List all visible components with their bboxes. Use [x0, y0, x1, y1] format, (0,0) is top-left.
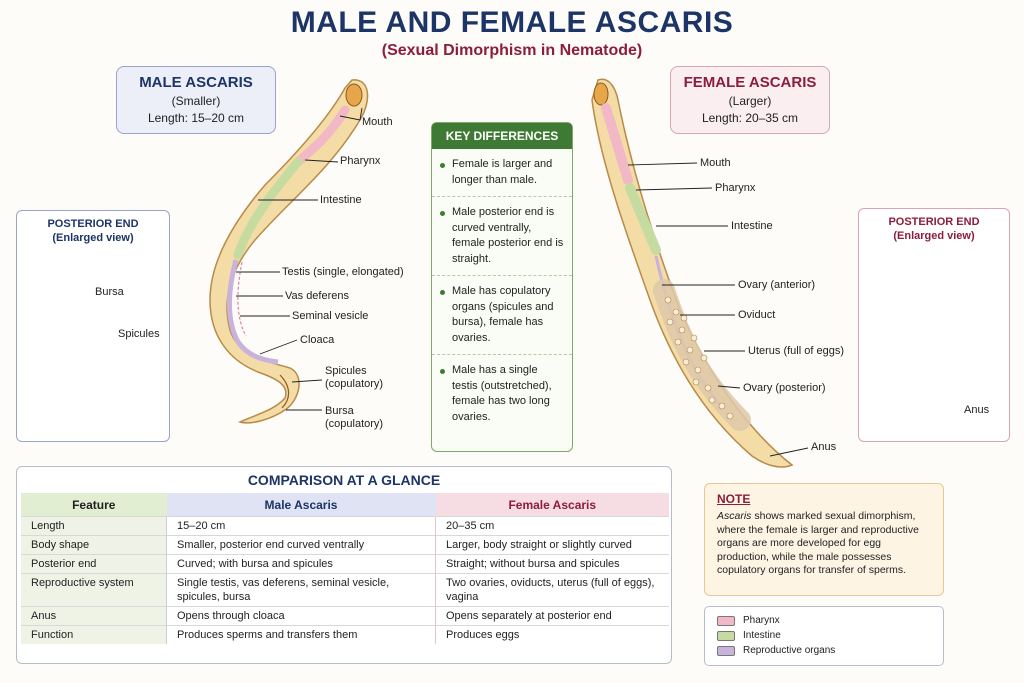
male-label-intestine: Intestine — [320, 194, 362, 206]
female-label-mouth: Mouth — [700, 157, 731, 169]
male-label-bursa: Bursa — [325, 405, 354, 417]
female-label-intestine: Intestine — [731, 220, 773, 232]
table-cell-male: Single testis, vas deferens, seminal ves… — [166, 573, 436, 607]
table-cell-male: Curved; with bursa and spicules — [166, 554, 436, 574]
male-label-testis: Testis (single, elongated) — [282, 266, 404, 278]
male-label-pharynx: Pharynx — [340, 155, 381, 167]
legend-item: Intestine — [717, 628, 931, 643]
legend: Pharynx Intestine Reproductive organs — [704, 606, 944, 666]
female-label-ovary-posterior: Ovary (posterior) — [743, 382, 826, 394]
female-posterior-sub: (Enlarged view) — [893, 230, 975, 242]
female-size: (Larger) — [728, 94, 772, 108]
column-header-feature: Feature — [21, 493, 167, 517]
column-header-female: Female Ascaris — [435, 493, 669, 517]
female-label-pharynx: Pharynx — [715, 182, 756, 194]
table-cell-feature: Length — [21, 516, 167, 536]
legend-item: Pharynx — [717, 613, 931, 628]
male-label-cloaca: Cloaca — [300, 334, 335, 346]
table-cell-male: Smaller, posterior end curved ventrally — [166, 535, 436, 555]
table-cell-feature: Reproductive system — [21, 573, 167, 607]
key-difference-item: Male posterior end is curved ventrally, … — [432, 197, 572, 276]
female-length: Length: 20–35 cm — [701, 111, 799, 125]
legend-swatch — [717, 645, 735, 656]
legend-item: Reproductive organs — [717, 643, 931, 658]
note-heading: NOTE — [717, 492, 751, 506]
table-row: Reproductive system Single testis, vas d… — [21, 573, 669, 607]
key-difference-item: Female is larger and longer than male. — [432, 149, 572, 197]
note-body: shows marked sexual dimorphism, where th… — [717, 510, 919, 576]
legend-swatch — [717, 630, 735, 641]
female-info-card: FEMALE ASCARIS (Larger) Length: 20–35 cm — [670, 66, 830, 134]
table-cell-feature: Body shape — [21, 535, 167, 555]
table-row: Function Produces sperms and transfers t… — [21, 625, 669, 644]
comparison-table: Feature Male Ascaris Female Ascaris Leng… — [21, 493, 669, 644]
male-label-seminal-vesicle: Seminal vesicle — [292, 310, 369, 322]
female-posterior-label-anus: Anus — [964, 404, 990, 416]
female-worm-illustration — [591, 78, 794, 468]
legend-swatch — [717, 615, 735, 626]
female-label-anus: Anus — [811, 441, 837, 453]
key-differences-heading: KEY DIFFERENCES — [432, 123, 572, 149]
table-cell-male: Produces sperms and transfers them — [166, 625, 436, 644]
male-posterior-heading: POSTERIOR END — [47, 218, 139, 230]
female-posterior-panel: POSTERIOR END (Enlarged view) — [858, 208, 1010, 442]
comparison-panel: COMPARISON AT A GLANCE Feature Male Asca… — [16, 466, 672, 664]
male-heading: MALE ASCARIS — [139, 74, 253, 91]
column-header-male: Male Ascaris — [166, 493, 436, 517]
table-cell-female: Produces eggs — [435, 625, 669, 644]
male-label-vas-deferens: Vas deferens — [285, 290, 350, 302]
key-differences-box: KEY DIFFERENCES Female is larger and lon… — [431, 122, 573, 452]
male-info-card: MALE ASCARIS (Smaller) Length: 15–20 cm — [116, 66, 276, 134]
female-label-uterus: Uterus (full of eggs) — [748, 345, 844, 357]
male-size: (Smaller) — [171, 94, 221, 108]
female-label-ovary-anterior: Ovary (anterior) — [738, 279, 816, 291]
table-row: Anus Opens through cloaca Opens separate… — [21, 606, 669, 626]
table-cell-feature: Function — [21, 625, 167, 644]
note-italic-term: Ascaris — [717, 510, 752, 522]
table-cell-male: 15–20 cm — [166, 516, 436, 536]
note-text: Ascaris shows marked sexual dimorphism, … — [717, 510, 931, 578]
male-posterior-label-bursa: Bursa — [95, 286, 124, 298]
table-cell-female: Straight; without bursa and spicules — [435, 554, 669, 574]
male-label-mouth: Mouth — [362, 116, 393, 128]
legend-label: Intestine — [743, 630, 781, 641]
male-label-spicules-sub: (copulatory) — [325, 378, 384, 390]
table-header-row: Feature Male Ascaris Female Ascaris — [21, 493, 669, 517]
male-worm-illustration — [209, 79, 369, 424]
page-subtitle: (Sexual Dimorphism in Nematode) — [381, 42, 643, 59]
table-cell-female: Larger, body straight or slightly curved — [435, 535, 669, 555]
comparison-heading: COMPARISON AT A GLANCE — [247, 472, 441, 488]
female-posterior-heading: POSTERIOR END — [888, 216, 980, 228]
male-label-spicules: Spicules — [325, 365, 367, 377]
table-cell-female: 20–35 cm — [435, 516, 669, 536]
table-cell-feature: Posterior end — [21, 554, 167, 574]
page-title: MALE AND FEMALE ASCARIS — [290, 6, 734, 39]
table-cell-male: Opens through cloaca — [166, 606, 436, 626]
female-heading: FEMALE ASCARIS — [683, 74, 817, 91]
table-cell-feature: Anus — [21, 606, 167, 626]
key-difference-item: Male has copulatory organs (spicules and… — [432, 276, 572, 355]
male-posterior-panel: POSTERIOR END (Enlarged view) — [16, 210, 170, 442]
table-row: Posterior end Curved; with bursa and spi… — [21, 554, 669, 574]
table-cell-female: Two ovaries, oviducts, uterus (full of e… — [435, 573, 669, 607]
note-box: NOTE Ascaris shows marked sexual dimorph… — [704, 483, 944, 596]
legend-label: Pharynx — [743, 615, 780, 626]
table-row: Length 15–20 cm 20–35 cm — [21, 516, 669, 536]
male-posterior-label-spicules: Spicules — [118, 328, 160, 340]
male-label-bursa-sub: (copulatory) — [325, 418, 384, 430]
female-label-oviduct: Oviduct — [738, 309, 776, 321]
male-length: Length: 15–20 cm — [147, 111, 245, 125]
legend-label: Reproductive organs — [743, 645, 836, 656]
key-difference-item: Male has a single testis (outstretched),… — [432, 355, 572, 433]
table-cell-female: Opens separately at posterior end — [435, 606, 669, 626]
male-posterior-sub: (Enlarged view) — [52, 232, 134, 244]
table-row: Body shape Smaller, posterior end curved… — [21, 535, 669, 555]
